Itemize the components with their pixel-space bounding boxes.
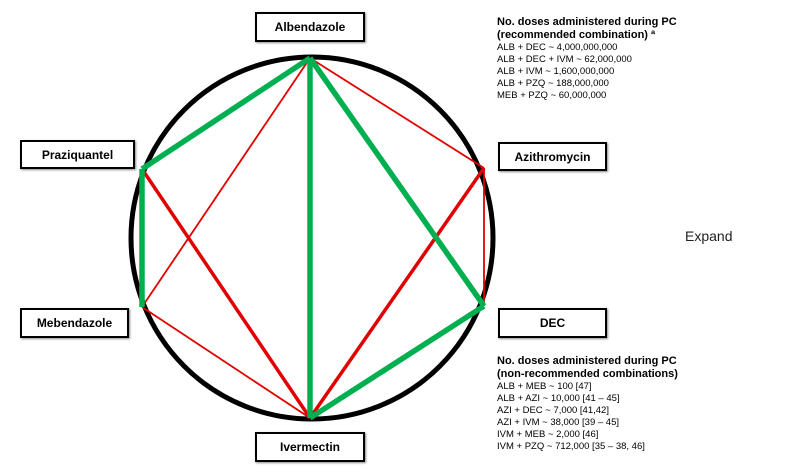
legend-item: ALB + DEC + IVM ~ 62,000,000: [497, 54, 632, 65]
legend-item: MEB + PZQ ~ 60,000,000: [497, 90, 607, 101]
node-albendazole: Albendazole: [255, 12, 365, 42]
node-praziquantel: Praziquantel: [20, 140, 135, 169]
legend-item: AZI + IVM ~ 38,000 [39 – 45]: [497, 417, 619, 428]
edge-alb-dec: [307, 56, 487, 308]
legend-heading: No. doses administered during PC: [497, 355, 677, 367]
node-ivermectin: Ivermectin: [255, 432, 365, 462]
legend-item: AZI + DEC ~ 7,000 [41,42]: [497, 405, 609, 416]
legend-item: ALB + PZQ ~ 188,000,000: [497, 78, 609, 89]
node-mebendazole: Mebendazole: [20, 308, 129, 338]
edge-dec-ivm: [308, 303, 486, 421]
edge-azi-ivm: [308, 167, 486, 419]
legend-heading: No. doses administered during PC: [497, 16, 677, 28]
edge-alb-meb: [141, 57, 311, 308]
node-azithromycin: Azithromycin: [498, 142, 607, 171]
legend-item: IVM + MEB ~ 2,000 [46]: [497, 429, 599, 440]
edge-pzq-ivm: [140, 168, 312, 419]
legend-item: ALB + AZI ~ 10,000 [41 – 45]: [497, 393, 620, 404]
edge-alb-pzq: [140, 55, 312, 172]
edge-meb-ivm: [141, 306, 311, 419]
edge-alb-azi: [309, 57, 485, 169]
legend-subheading: (recommended combination) ª: [497, 29, 656, 41]
expand-button[interactable]: Expand: [685, 228, 733, 244]
node-dec: DEC: [498, 308, 607, 338]
legend-item: IVM + PZQ ~ 712,000 [35 – 38, 46]: [497, 441, 645, 452]
legend-recommended: No. doses administered during PC (recomm…: [497, 16, 677, 102]
legend-item: ALB + IVM ~ 1,600,000,000: [497, 66, 615, 77]
legend-item: ALB + MEB ~ 100 [47]: [497, 381, 592, 392]
legend-nonrecommended: No. doses administered during PC (non-re…: [497, 355, 678, 453]
legend-item: ALB + DEC ~ 4,000,000,000: [497, 42, 618, 53]
legend-subheading: (non-recommended combinations): [497, 368, 678, 380]
